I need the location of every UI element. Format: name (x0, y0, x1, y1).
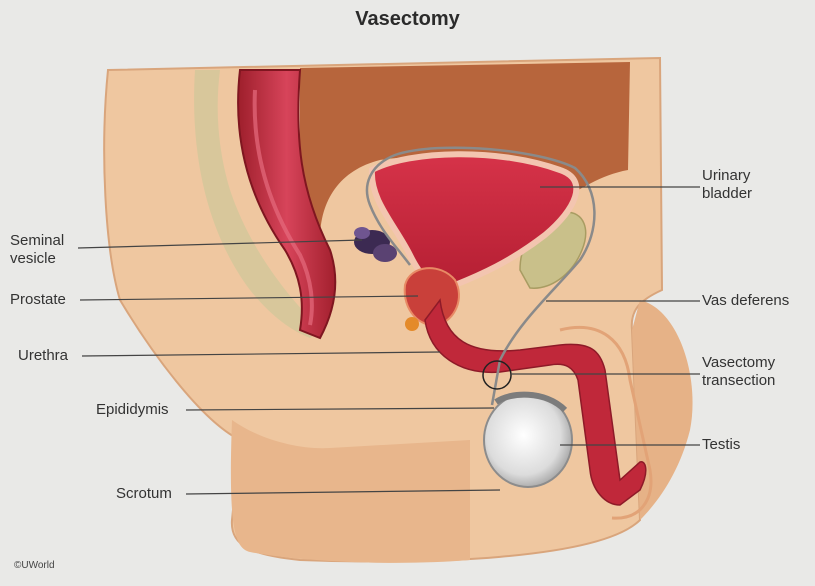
transection-circle (482, 360, 512, 390)
label-prostate: Prostate (10, 291, 66, 308)
testis-organ (483, 391, 573, 488)
vas-deferens-duct (365, 146, 596, 406)
leader-scrotum (185, 489, 501, 495)
label-urinary-bladder-line1: Urinary (702, 167, 751, 184)
penis-outline (559, 325, 653, 520)
label-epididymis: Epididymis (96, 401, 169, 418)
label-vasectomy-transection: Vasectomy transection (702, 354, 775, 390)
label-urinary-bladder-line2: bladder (702, 185, 753, 202)
label-urinary-bladder: Urinary bladder (702, 167, 752, 203)
leader-seminal-vesicle (77, 239, 363, 249)
label-vasectomy-transection-line2: transection (702, 372, 776, 389)
cowper-gland (405, 317, 419, 331)
label-seminal-vesicle: Seminal vesicle (10, 232, 64, 268)
urethra-organ (424, 298, 647, 506)
rectum (237, 69, 337, 340)
leader-lines (77, 186, 700, 495)
label-scrotum: Scrotum (116, 485, 172, 502)
seminal-vesicle-organ (354, 227, 397, 262)
leader-epididymis (185, 407, 495, 411)
urinary-bladder-organ (368, 151, 580, 289)
copyright-notice: ©UWorld (14, 560, 55, 571)
label-seminal-vesicle-line2: vesicle (10, 250, 56, 267)
rectum-inner (252, 89, 314, 326)
label-testis: Testis (702, 436, 741, 453)
pelvic-cavity (300, 62, 630, 240)
leader-urethra (81, 351, 441, 357)
label-urethra: Urethra (18, 347, 69, 364)
label-vas-deferens: Vas deferens (702, 292, 790, 309)
sacrum-band (194, 70, 322, 338)
label-seminal-vesicle-line1: Seminal (10, 232, 65, 249)
label-vasectomy-transection-line1: Vasectomy (702, 354, 776, 371)
diagram-title: Vasectomy (355, 8, 460, 30)
prostate-organ (403, 267, 460, 327)
leader-prostate (79, 295, 419, 301)
